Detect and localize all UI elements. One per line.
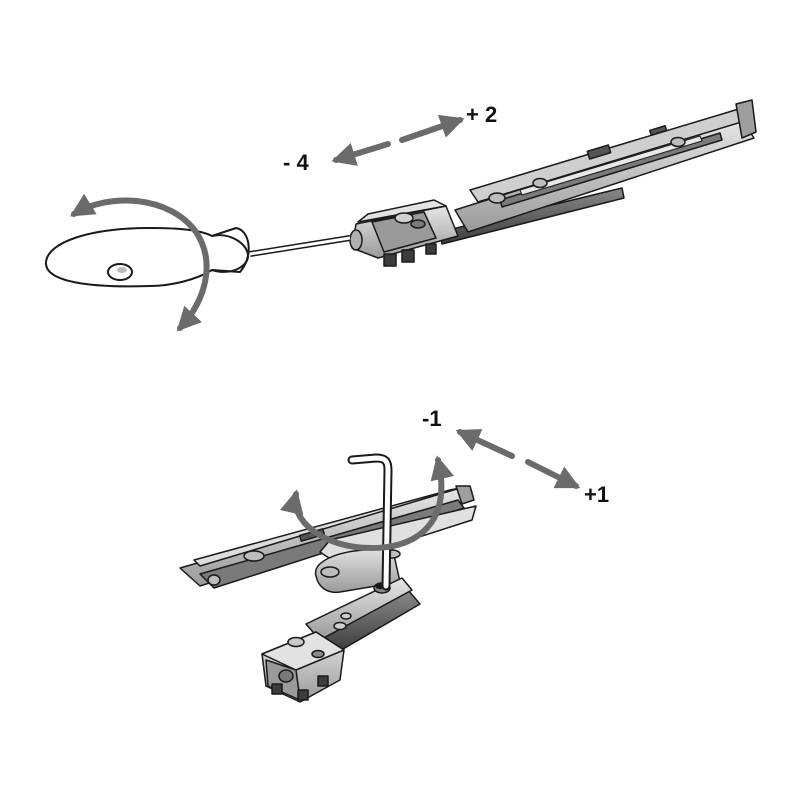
bottom-diagram: -1 +1 <box>179 406 609 703</box>
adjust-arrow-icon <box>455 429 581 489</box>
rotate-arrow-icon <box>69 193 210 332</box>
label-minus-1: -1 <box>422 406 442 431</box>
top-slider-rail <box>439 99 757 245</box>
rotate-arrow-icon <box>280 455 455 552</box>
top-diagram: + 2 - 4 <box>44 99 757 332</box>
label-minus-4: - 4 <box>283 150 309 175</box>
label-plus-2: + 2 <box>466 102 497 127</box>
top-adjust-block <box>349 199 459 267</box>
adjust-arrow-icon <box>331 114 465 166</box>
label-plus-1: +1 <box>584 482 609 507</box>
bottom-drop-arm <box>305 577 421 653</box>
bottom-adjust-block <box>261 631 345 703</box>
